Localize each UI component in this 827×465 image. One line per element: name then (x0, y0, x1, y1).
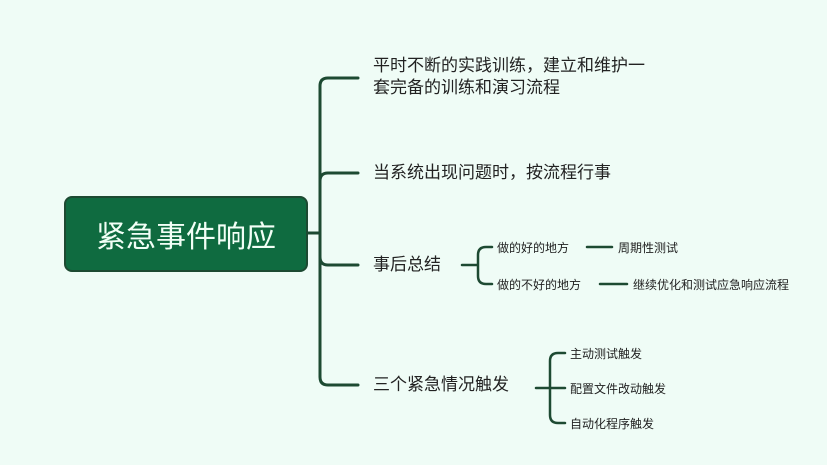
branch-follow-process[interactable]: 当系统出现问题时，按流程行事 (373, 163, 611, 183)
postmortem-good-detail[interactable]: 周期性测试 (618, 241, 679, 255)
trigger-active-test[interactable]: 主动测试触发 (570, 347, 643, 361)
branch-training-line2: 套完备的训练和演习流程 (373, 78, 560, 98)
branch-training[interactable]: 平时不断的实践训练，建立和维护一 套完备的训练和演习流程 (373, 55, 645, 99)
branch-connector-3 (318, 255, 360, 267)
branch-postmortem[interactable]: 事后总结 (373, 255, 441, 275)
summary-bracket (460, 245, 494, 286)
trigger-config-change[interactable]: 配置文件改动触发 (570, 382, 667, 396)
postmortem-bad[interactable]: 做的不好的地方 (497, 278, 582, 292)
triggers-bracket (534, 351, 567, 425)
branch-training-line1: 平时不断的实践训练，建立和维护一 (373, 56, 645, 76)
root-label: 紧急事件响应 (96, 220, 276, 255)
postmortem-good[interactable]: 做的好的地方 (497, 241, 570, 255)
postmortem-bad-detail[interactable]: 继续优化和测试应急响应流程 (633, 278, 790, 292)
trunk-line (318, 76, 360, 387)
branch-triggers[interactable]: 三个紧急情况触发 (373, 375, 509, 395)
trigger-automation[interactable]: 自动化程序触发 (570, 417, 655, 431)
branch-connector-2 (318, 171, 360, 183)
root-node[interactable]: 紧急事件响应 (64, 196, 308, 272)
